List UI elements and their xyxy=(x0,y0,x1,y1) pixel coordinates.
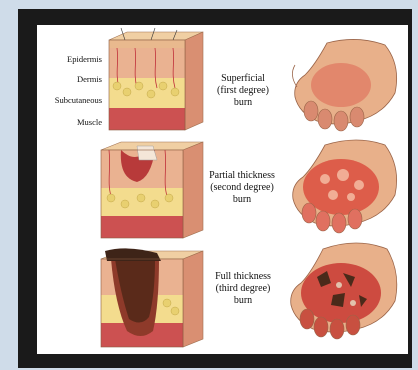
skin-section-first-degree xyxy=(105,28,205,134)
caption-second-degree-line3: burn xyxy=(189,194,295,206)
label-muscle: Muscle xyxy=(40,117,102,127)
caption-third-degree-line2: (third degree) xyxy=(195,283,291,295)
hand-second-degree-illustration xyxy=(285,135,403,235)
label-epidermis: Epidermis xyxy=(40,54,102,64)
caption-third-degree-line1: Full thickness xyxy=(195,271,291,283)
hand-first-degree-illustration xyxy=(287,35,403,133)
hand-third-degree-illustration xyxy=(283,237,403,343)
caption-second-degree-line1: Partial thickness xyxy=(189,170,295,182)
burn-diagram: Epidermis Dermis Subcutaneous Muscle xyxy=(37,25,408,354)
label-dermis: Dermis xyxy=(40,74,102,84)
caption-second-degree-line2: (second degree) xyxy=(189,182,295,194)
caption-first-degree-line2: (first degree) xyxy=(195,85,291,97)
skin-section-third-degree xyxy=(97,245,207,351)
label-subcutaneous: Subcutaneous xyxy=(40,95,102,105)
caption-first-degree-line3: burn xyxy=(195,97,291,109)
caption-first-degree: Superficial (first degree) burn xyxy=(195,73,291,109)
caption-second-degree: Partial thickness (second degree) burn xyxy=(189,170,295,206)
caption-third-degree: Full thickness (third degree) burn xyxy=(195,271,291,307)
caption-first-degree-line1: Superficial xyxy=(195,73,291,85)
caption-third-degree-line3: burn xyxy=(195,295,291,307)
